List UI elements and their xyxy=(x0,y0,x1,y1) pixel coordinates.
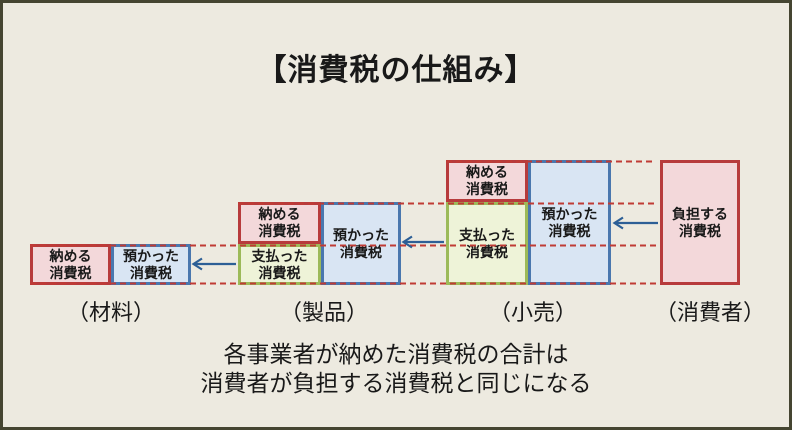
box-materials-tax-to-pay: 納める 消費税 xyxy=(30,244,111,285)
box-products-tax-received: 預かった 消費税 xyxy=(321,202,401,285)
stage-label-retail: （小売） xyxy=(488,300,578,325)
arrow-head-icon xyxy=(612,216,624,230)
box-materials-tax-received: 預かった 消費税 xyxy=(111,244,191,285)
caption-line-2: 消費者が負担する消費税と同じになる xyxy=(200,370,592,396)
page-title: 【消費税の仕組み】 xyxy=(256,54,536,87)
box-consumer-tax-burden: 負担する 消費税 xyxy=(660,160,740,285)
caption: 各事業者が納めた消費税の合計は 消費者が負担する消費税と同じになる xyxy=(3,340,789,398)
arrow-retail-to-products xyxy=(401,235,444,249)
arrow-products-to-materials xyxy=(191,257,236,271)
arrow-consumer-to-retail xyxy=(612,216,658,230)
box-retail-tax-paid: 支払った 消費税 xyxy=(446,202,528,285)
box-retail-tax-received: 預かった 消費税 xyxy=(528,160,611,285)
arrow-head-icon xyxy=(401,235,413,249)
stage-label-products: （製品） xyxy=(279,300,369,325)
arrow-head-icon xyxy=(191,257,203,271)
box-retail-tax-to-pay: 納める 消費税 xyxy=(446,160,528,202)
box-products-tax-paid: 支払った 消費税 xyxy=(238,244,321,285)
box-products-tax-to-pay: 納める 消費税 xyxy=(238,202,321,244)
caption-line-1: 各事業者が納めた消費税の合計は xyxy=(223,341,569,367)
stage-label-consumer: （消費者） xyxy=(654,300,766,325)
stage-label-materials: （材料） xyxy=(66,300,156,325)
